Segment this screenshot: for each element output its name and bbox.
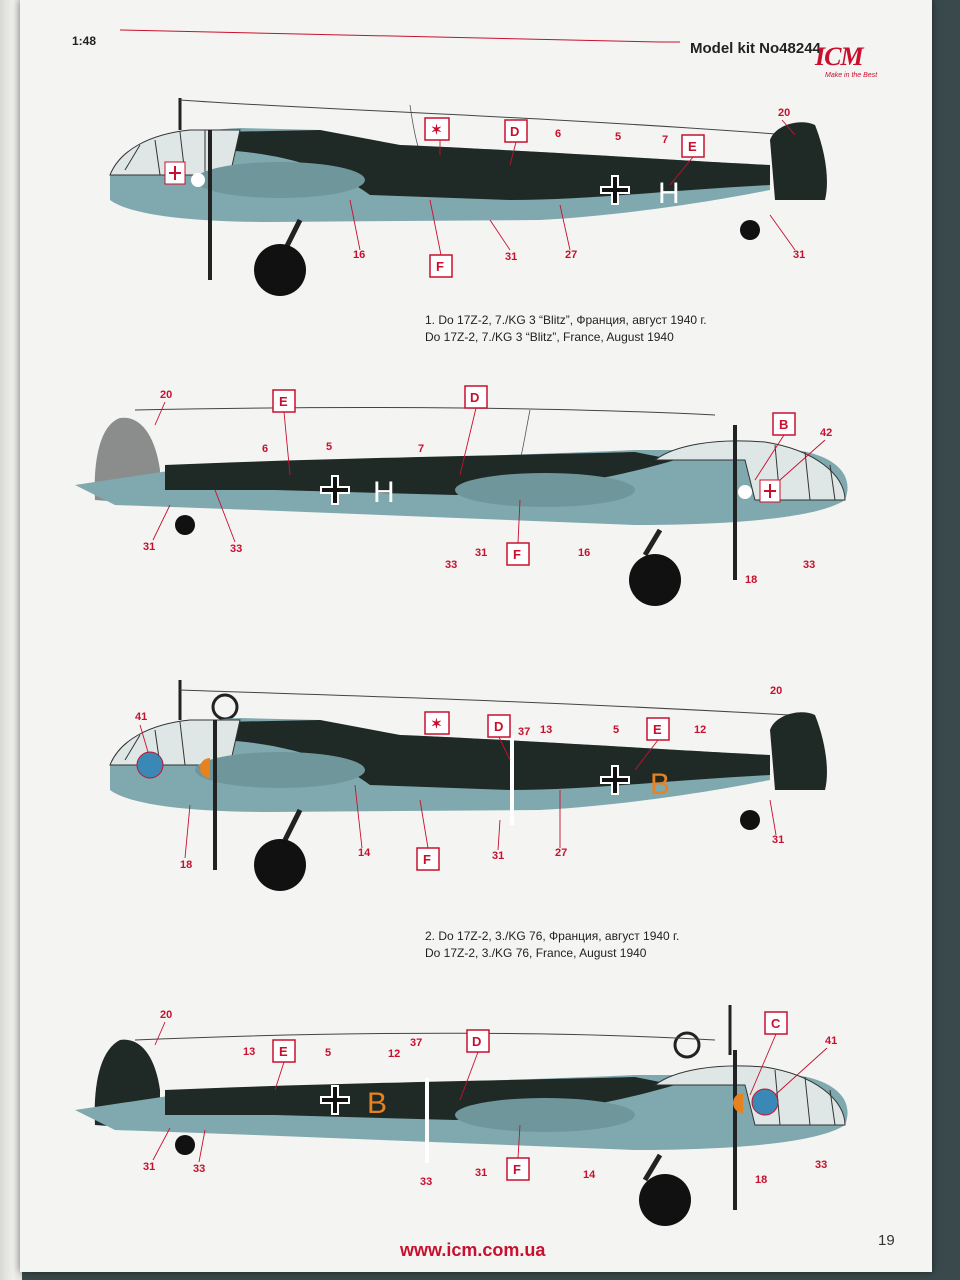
scale-label: 1:48	[72, 34, 97, 48]
svg-text:F: F	[513, 547, 521, 562]
svg-text:E: E	[279, 1044, 288, 1059]
svg-text:31: 31	[475, 547, 487, 559]
svg-text:31: 31	[143, 541, 155, 553]
svg-text:27: 27	[565, 249, 577, 261]
caption-1: 1. Do 17Z-2, 7./KG 3 “Blitz”, Франция, а…	[425, 313, 707, 344]
svg-text:37: 37	[518, 726, 530, 738]
svg-text:33: 33	[445, 559, 457, 571]
svg-text:18: 18	[755, 1174, 767, 1186]
svg-text:D: D	[510, 124, 519, 139]
svg-text:E: E	[653, 722, 662, 737]
fuselage-code: B	[367, 1087, 387, 1120]
svg-text:5: 5	[326, 441, 332, 453]
page-number: 19	[878, 1232, 895, 1249]
svg-text:16: 16	[353, 249, 365, 261]
svg-text:✶: ✶	[431, 716, 442, 731]
svg-text:✶: ✶	[431, 122, 442, 137]
svg-text:5: 5	[613, 724, 619, 736]
svg-text:E: E	[279, 394, 288, 409]
profile-1-left: H ✶ D E F 6 5 7 20 16 31 27 31	[109, 98, 827, 296]
svg-text:5: 5	[615, 131, 621, 143]
profile-2-left: B ✶ D E F 41 37 13 5 12 20 18 14 31 27 3…	[109, 680, 827, 891]
icm-logo: ICM	[815, 42, 864, 71]
aircraft-silhouette: H	[109, 98, 827, 296]
svg-text:31: 31	[143, 1161, 155, 1173]
svg-text:18: 18	[180, 859, 192, 871]
balkenkreuz	[320, 1085, 350, 1115]
svg-text:41: 41	[825, 1035, 837, 1047]
callouts: ✶ D E F 6 5 7 20 16 31 27 31	[349, 107, 805, 278]
logo-tagline: Make in the Best	[825, 72, 878, 79]
balkenkreuz	[600, 175, 630, 205]
aircraft-silhouette: B	[109, 680, 827, 891]
header-rule	[120, 29, 680, 43]
svg-text:18: 18	[745, 574, 757, 586]
svg-text:31: 31	[772, 834, 784, 846]
aircraft-silhouette: B	[75, 1005, 848, 1226]
svg-text:E: E	[688, 139, 697, 154]
svg-text:7: 7	[418, 443, 424, 455]
balkenkreuz	[600, 765, 630, 795]
svg-text:16: 16	[578, 547, 590, 559]
svg-text:37: 37	[410, 1037, 422, 1049]
svg-text:D: D	[494, 719, 503, 734]
svg-text:33: 33	[815, 1159, 827, 1171]
svg-text:41: 41	[135, 711, 147, 723]
profile-1-right: H E D B F 20 6 5 7 42 31 33 33 31 16 18 …	[75, 385, 848, 606]
svg-text:42: 42	[820, 427, 832, 439]
aircraft-silhouette: H	[75, 407, 848, 606]
callouts: ✶ D E F 41 37 13 5 12 20 18 14 31 27 31	[135, 685, 784, 871]
svg-text:D: D	[472, 1034, 481, 1049]
svg-text:5: 5	[325, 1047, 331, 1059]
svg-text:13: 13	[243, 1046, 255, 1058]
caption-2: 2. Do 17Z-2, 3./KG 76, Франция, август 1…	[425, 929, 680, 960]
website-link[interactable]: www.icm.com.ua	[400, 1240, 546, 1260]
fuselage-code: H	[658, 177, 680, 210]
fuselage-code: H	[373, 476, 395, 509]
svg-text:31: 31	[505, 251, 517, 263]
instruction-page: 1:48 Model kit No48244 ICM Make in the B…	[20, 0, 932, 1272]
svg-text:6: 6	[262, 443, 268, 455]
svg-text:7: 7	[662, 134, 668, 146]
svg-text:F: F	[423, 852, 431, 867]
svg-text:14: 14	[358, 847, 371, 859]
svg-text:12: 12	[694, 724, 706, 736]
svg-text:6: 6	[555, 128, 561, 140]
balkenkreuz	[320, 475, 350, 505]
svg-text:B: B	[779, 417, 788, 432]
svg-text:F: F	[513, 1162, 521, 1177]
fuselage-code: B	[650, 768, 670, 801]
svg-text:F: F	[436, 259, 444, 274]
book-spine	[0, 0, 22, 1280]
svg-text:12: 12	[388, 1048, 400, 1060]
svg-text:33: 33	[193, 1163, 205, 1175]
svg-text:31: 31	[475, 1167, 487, 1179]
callouts: E D B F 20 6 5 7 42 31 33 33 31 16 18 33	[143, 385, 832, 586]
svg-text:13: 13	[540, 724, 552, 736]
svg-text:D: D	[470, 390, 479, 405]
svg-text:20: 20	[770, 685, 782, 697]
svg-text:14: 14	[583, 1169, 596, 1181]
kit-number: Model kit No48244	[690, 40, 821, 57]
callouts: E D C F 20 13 5 12 37 41 31 33 33 31 14 …	[143, 1009, 837, 1188]
profile-2-right: B E D C F 20 13 5 12 37 41 31 33 33 31 1…	[75, 1005, 848, 1226]
svg-text:20: 20	[160, 1009, 172, 1021]
svg-text:31: 31	[492, 850, 504, 862]
svg-text:33: 33	[420, 1176, 432, 1188]
svg-text:20: 20	[778, 107, 790, 119]
svg-text:33: 33	[803, 559, 815, 571]
svg-text:31: 31	[793, 249, 805, 261]
svg-text:20: 20	[160, 389, 172, 401]
svg-text:C: C	[771, 1016, 781, 1031]
svg-text:33: 33	[230, 543, 242, 555]
svg-text:27: 27	[555, 847, 567, 859]
